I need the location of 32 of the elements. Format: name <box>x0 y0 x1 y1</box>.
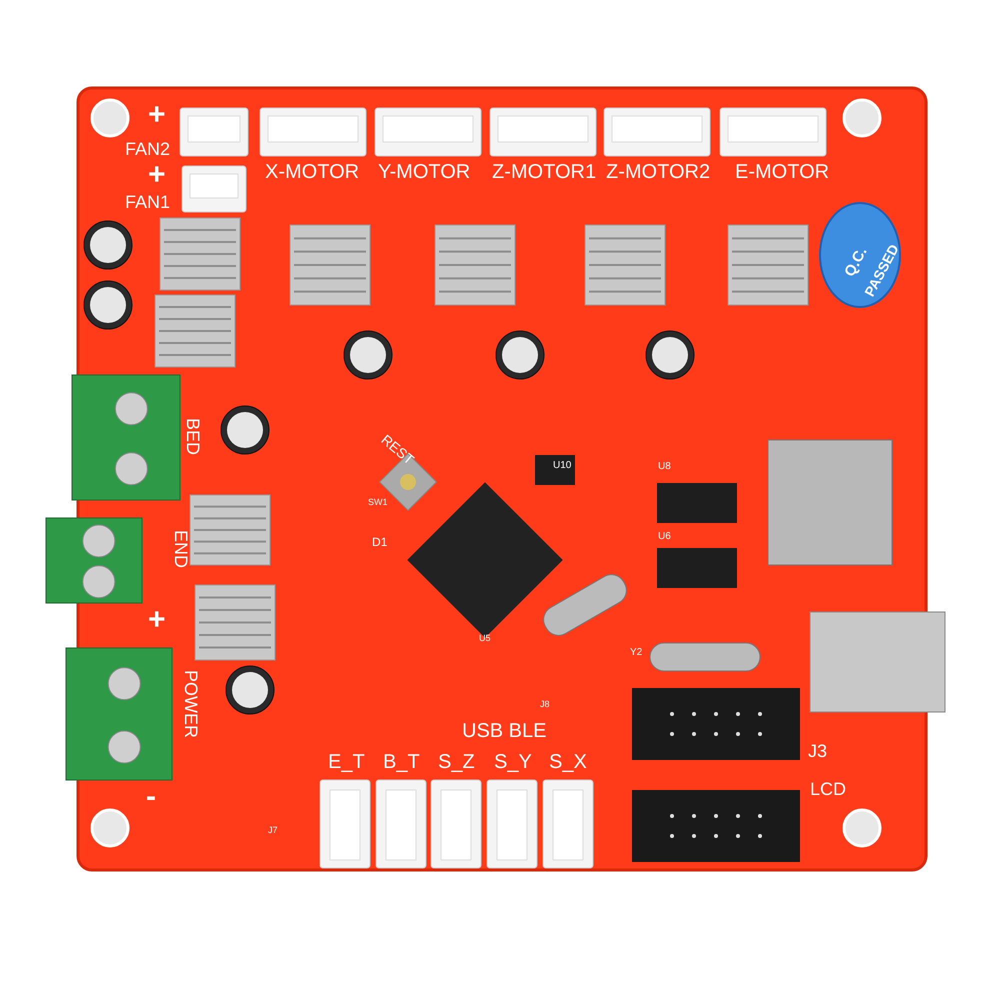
connector-label: END <box>172 530 190 568</box>
connector-label: FAN2 <box>125 140 170 158</box>
connector-label: S_X <box>549 752 587 772</box>
connector-label: S_Y <box>494 752 532 772</box>
connector-label: FAN1 <box>125 193 170 211</box>
polarity-mark: + <box>148 100 166 130</box>
component-label: J8 <box>540 700 550 709</box>
connector-label: Y-MOTOR <box>378 162 470 182</box>
component-label: SW1 <box>368 498 388 507</box>
polarity-mark: - <box>146 782 156 812</box>
connector-label: LCD <box>810 780 846 798</box>
component-label: U8 <box>658 462 671 472</box>
component-label: Y2 <box>630 648 642 658</box>
polarity-mark: + <box>148 605 166 635</box>
connector-label: S_Z <box>438 752 475 772</box>
component-label: J7 <box>268 826 278 835</box>
connector-label: J3 <box>808 742 828 760</box>
connector-label: E_T <box>328 752 365 772</box>
connector-label: B_T <box>383 752 420 772</box>
connector-label: E-MOTOR <box>735 162 830 182</box>
connector-label: X-MOTOR <box>265 162 360 182</box>
connector-label: USB BLE <box>462 721 546 741</box>
polarity-mark: + <box>148 160 166 190</box>
component-label: U5 <box>479 634 491 643</box>
sticker-text: Q.C. <box>842 244 870 280</box>
connector-label: Z-MOTOR1 <box>492 162 596 182</box>
component-label: U10 <box>553 461 572 471</box>
component-label: U6 <box>658 532 671 542</box>
component-label: D1 <box>372 536 388 548</box>
connector-label: BED <box>184 418 202 456</box>
connector-label: Z-MOTOR2 <box>606 162 710 182</box>
connector-label: POWER <box>182 670 200 738</box>
